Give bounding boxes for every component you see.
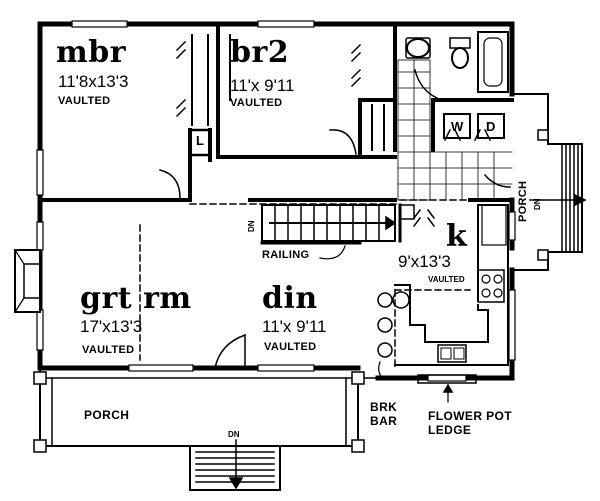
bath-tile-floor xyxy=(397,59,513,201)
closets xyxy=(188,34,385,157)
flower-pot-ledge xyxy=(417,374,477,403)
room-name-br2: br2 xyxy=(230,35,290,70)
washer-label: W xyxy=(451,119,464,134)
room-note-k: VAULTED xyxy=(428,275,465,284)
front-porch-dn-label: DN xyxy=(228,430,240,439)
washer-dryer xyxy=(443,113,505,139)
dryer-label: D xyxy=(486,119,496,134)
room-name-grt-rm: grt rm xyxy=(80,281,192,316)
brk-bar-label-line2: BAR xyxy=(370,414,398,428)
room-note-mbr: VAULTED xyxy=(58,95,111,107)
flower-pot-label-line2: LEDGE xyxy=(428,423,472,437)
room-dim-grt-rm: 17'x13'3 xyxy=(80,317,143,336)
stair-dn-label: DN xyxy=(247,220,256,232)
room-name-din: din xyxy=(262,281,318,316)
room-dim-k: 9'x13'3 xyxy=(398,252,451,271)
side-porch-label: PORCH xyxy=(517,180,529,222)
breakfast-bar-stools xyxy=(377,291,410,381)
room-name-mbr: mbr xyxy=(56,35,127,70)
fireplace xyxy=(14,249,41,313)
room-dim-mbr: 11'8x13'3 xyxy=(58,72,129,91)
kitchen-counters xyxy=(394,204,509,366)
room-dim-br2: 11'x 9'11 xyxy=(230,76,295,95)
bath-fixtures xyxy=(405,31,509,93)
room-note-grt-rm: VAULTED xyxy=(82,344,135,356)
room-note-din: VAULTED xyxy=(264,341,317,353)
brk-bar-label-line1: BRK xyxy=(370,400,398,414)
room-dim-din: 11'x 9'11 xyxy=(262,317,327,336)
room-name-k: k xyxy=(446,219,468,254)
room-note-br2: VAULTED xyxy=(230,97,283,109)
flower-pot-label-line1: FLOWER POT xyxy=(428,409,512,423)
railing-label: RAILING xyxy=(262,249,310,261)
front-porch xyxy=(33,367,379,491)
stairs xyxy=(260,203,415,260)
front-porch-label: PORCH xyxy=(84,408,130,422)
side-porch-dn-label: DN xyxy=(533,198,542,210)
linen-closet-label: L xyxy=(196,133,204,148)
windows xyxy=(36,20,516,382)
side-porch xyxy=(511,93,587,271)
